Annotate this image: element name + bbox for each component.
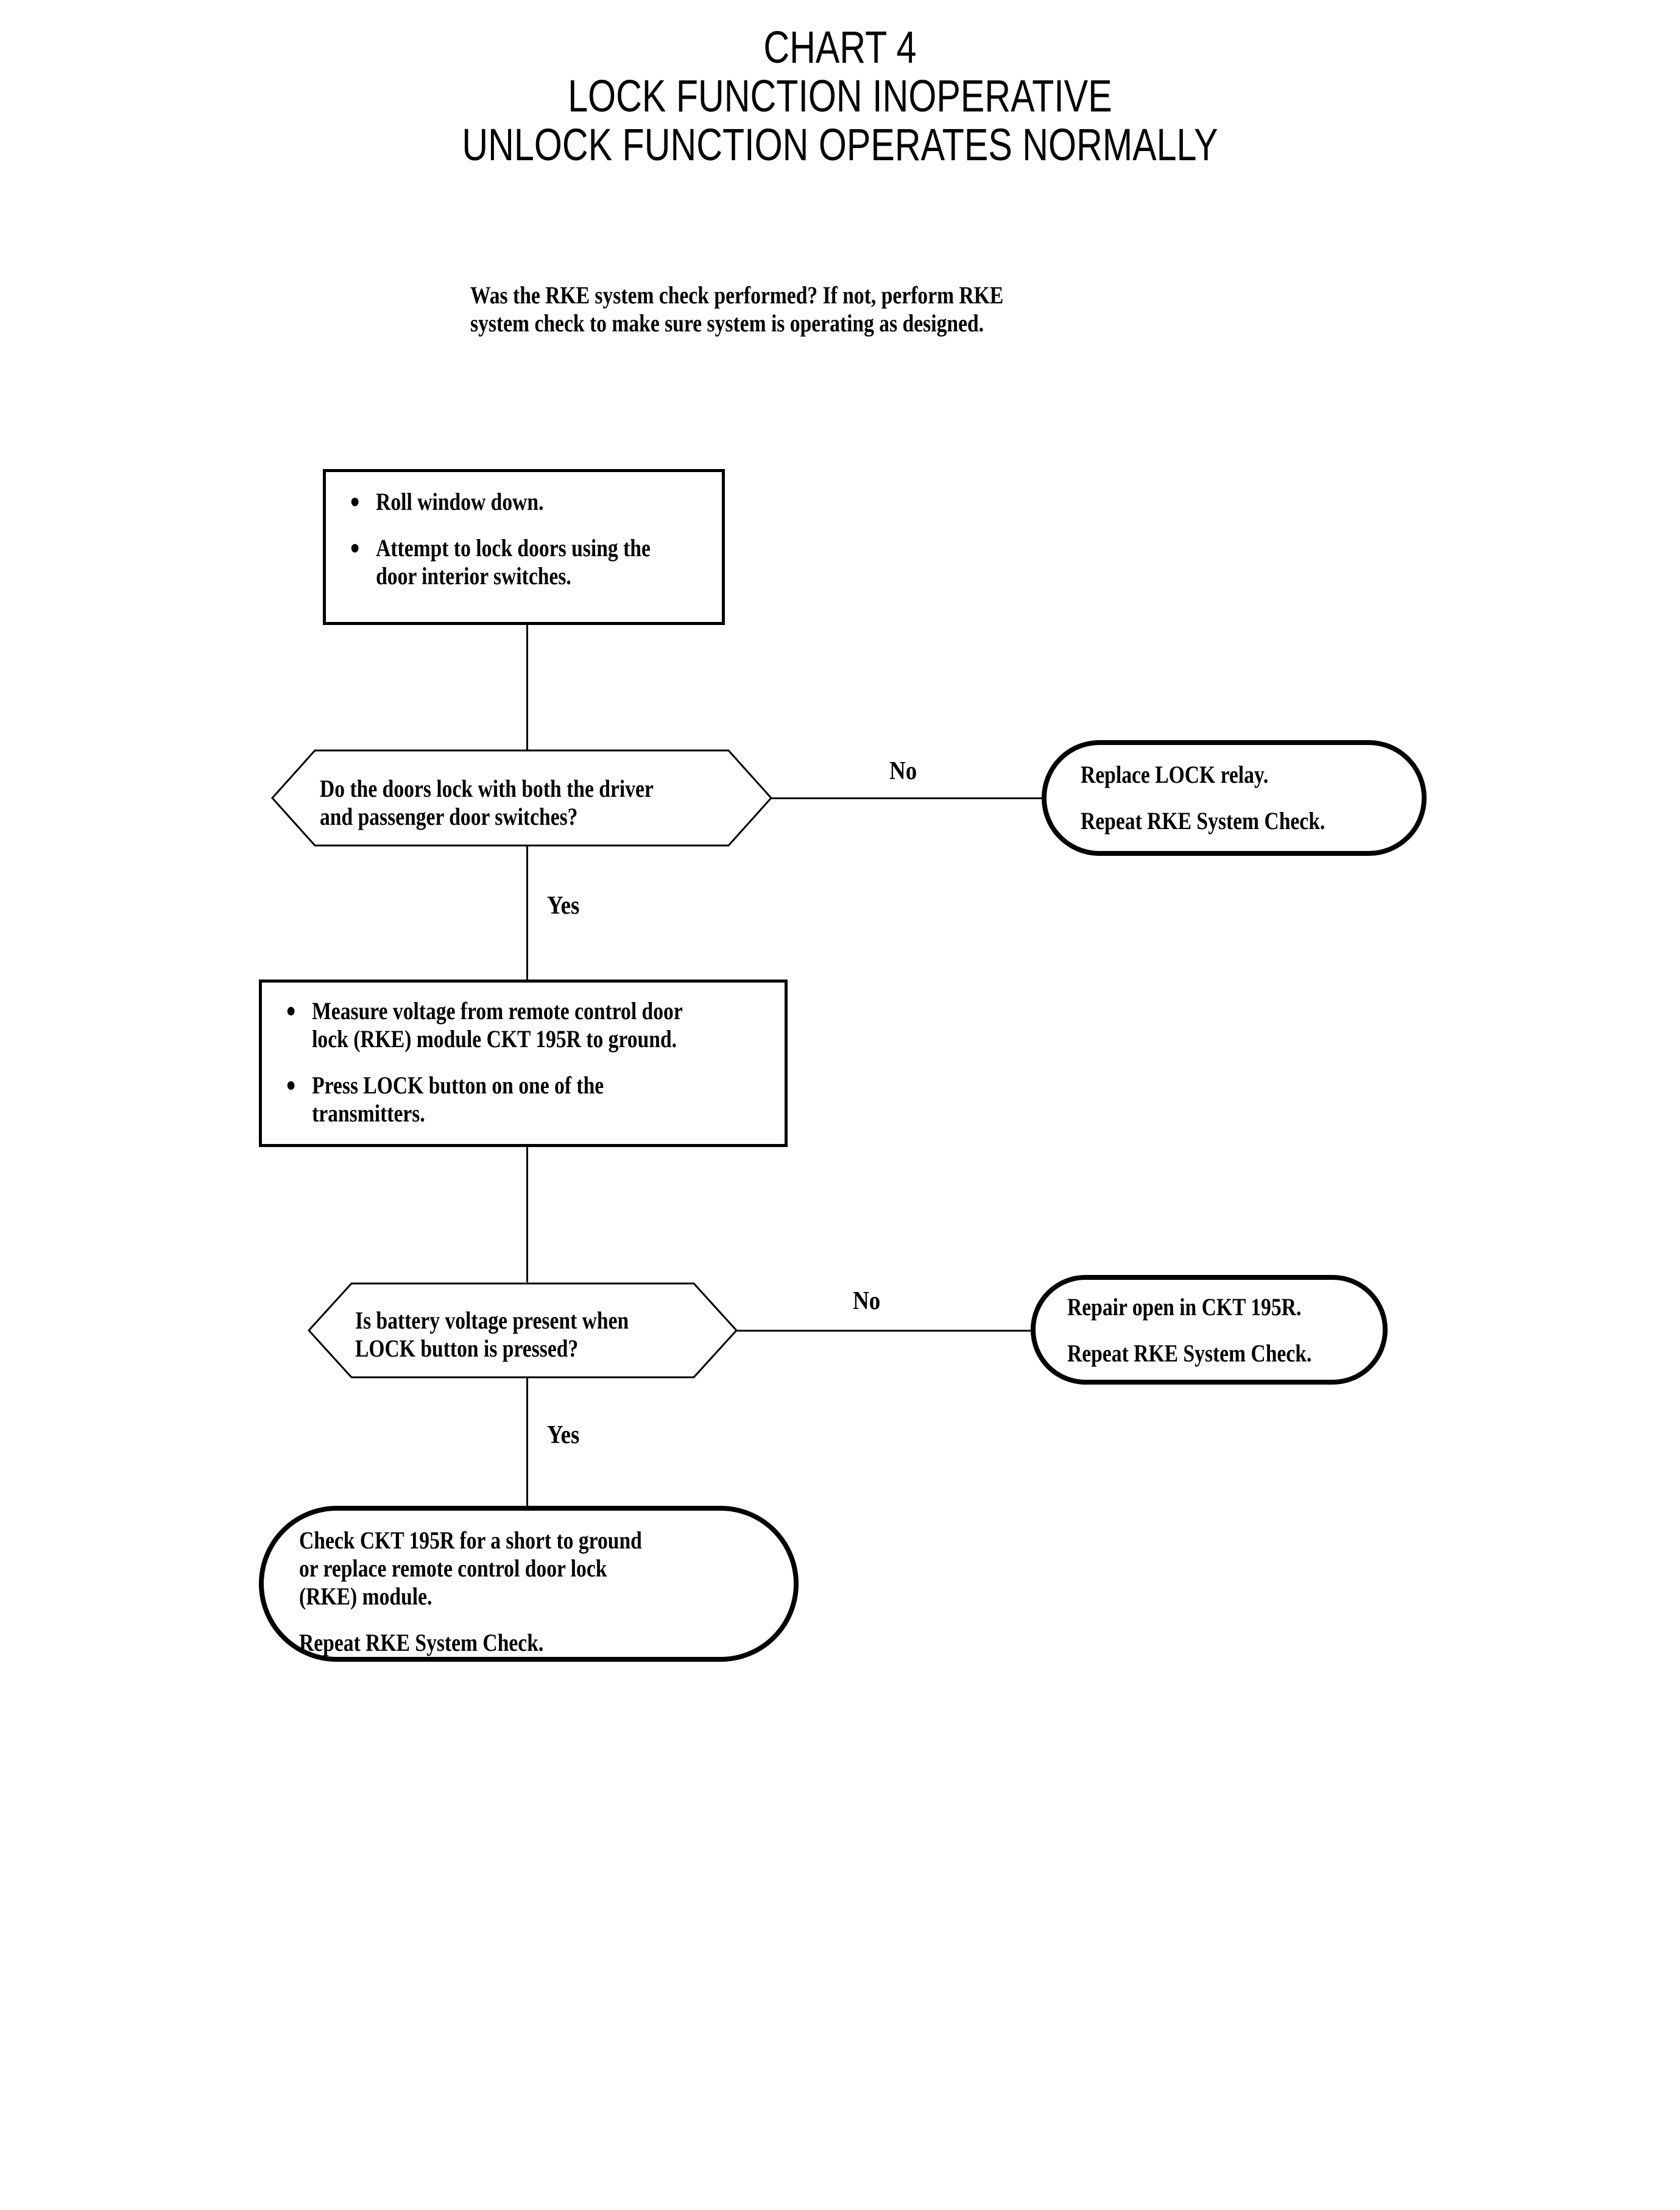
list-item: Measure voltage from remote control door… [280, 997, 683, 1053]
step2-bullet-1-line-1: Measure voltage from remote control door [312, 997, 683, 1025]
connector-step1-to-decision1 [526, 624, 528, 750]
decision1-line-2: and passenger door switches? [320, 803, 578, 830]
page-title: CHART 4 LOCK FUNCTION INOPERATIVE UNLOCK… [168, 23, 1512, 169]
step1-bullet-2-line-1: Attempt to lock doors using the [376, 534, 651, 562]
result1-text: Replace LOCK relay. Repeat RKE System Ch… [1081, 761, 1325, 835]
step1-bullet-2-line-2: door interior switches. [376, 562, 571, 590]
process-box-measure-voltage: Measure voltage from remote control door… [259, 980, 788, 1147]
decision2-text: Is battery voltage present when LOCK but… [355, 1307, 629, 1363]
branch-label-no-1: No [889, 757, 917, 785]
connector-decision1-yes [526, 846, 528, 981]
spacer [1067, 1321, 1311, 1340]
intro-line-1: Was the RKE system check performed? If n… [470, 281, 1004, 309]
step2-bullet-1-line-2: lock (RKE) module CKT 195R to ground. [312, 1025, 677, 1053]
bullet-icon [351, 498, 359, 506]
step2-bullets: Measure voltage from remote control door… [280, 997, 683, 1128]
decision2-line-1: Is battery voltage present when [355, 1307, 629, 1334]
connector-decision2-yes [526, 1378, 528, 1507]
list-item: Roll window down. [344, 488, 651, 516]
decision1-text: Do the doors lock with both the driver a… [320, 775, 654, 831]
decision-doors-lock: Do the doors lock with both the driver a… [270, 749, 773, 847]
bullet-icon [351, 544, 359, 552]
intro-text: Was the RKE system check performed? If n… [470, 281, 1003, 337]
title-line-2: LOCK FUNCTION INOPERATIVE [568, 71, 1112, 121]
branch-label-no-2: No [853, 1287, 881, 1315]
step2-bullet-2-line-2: transmitters. [312, 1100, 425, 1127]
step1-bullet-1: Roll window down. [376, 488, 544, 515]
spacer [299, 1611, 642, 1629]
result1-line-1: Replace LOCK relay. [1081, 761, 1269, 788]
result1-line-2: Repeat RKE System Check. [1081, 807, 1325, 835]
result3-text: Check CKT 195R for a short to ground or … [299, 1527, 642, 1657]
spacer [1081, 789, 1325, 807]
decision1-line-1: Do the doors lock with both the driver [320, 775, 654, 802]
decision-battery-voltage: Is battery voltage present when LOCK but… [307, 1282, 738, 1379]
process-box-roll-window: Roll window down. Attempt to lock doors … [323, 469, 725, 625]
bullet-icon [287, 1081, 295, 1090]
terminal-replace-lock-relay: Replace LOCK relay. Repeat RKE System Ch… [1042, 740, 1427, 856]
step2-bullet-2-line-1: Press LOCK button on one of the [312, 1071, 604, 1099]
result3-line-3: (RKE) module. [299, 1583, 432, 1610]
result2-text: Repair open in CKT 195R. Repeat RKE Syst… [1067, 1293, 1311, 1368]
step1-bullets: Roll window down. Attempt to lock doors … [344, 488, 651, 590]
result3-line-4: Repeat RKE System Check. [299, 1629, 544, 1656]
decision2-line-2: LOCK button is pressed? [355, 1335, 579, 1362]
result2-line-2: Repeat RKE System Check. [1067, 1340, 1312, 1367]
connector-decision1-no [771, 797, 1043, 799]
title-line-1: CHART 4 [763, 22, 917, 72]
terminal-repair-open-ckt: Repair open in CKT 195R. Repeat RKE Syst… [1031, 1275, 1388, 1385]
connector-decision2-no [736, 1330, 1032, 1332]
title-line-3: UNLOCK FUNCTION OPERATES NORMALLY [462, 119, 1218, 170]
result2-line-1: Repair open in CKT 195R. [1067, 1293, 1302, 1321]
connector-step2-to-decision2 [526, 1147, 528, 1282]
branch-label-yes-1: Yes [547, 892, 580, 920]
branch-label-yes-2: Yes [547, 1421, 580, 1449]
result3-line-2: or replace remote control door lock [299, 1555, 607, 1582]
result3-line-1: Check CKT 195R for a short to ground [299, 1527, 642, 1554]
terminal-check-ckt-short-ground: Check CKT 195R for a short to ground or … [259, 1506, 799, 1662]
bullet-icon [287, 1007, 295, 1015]
list-item: Press LOCK button on one of the transmit… [280, 1071, 683, 1128]
spacer [280, 1053, 683, 1071]
list-item: Attempt to lock doors using the door int… [344, 534, 651, 590]
spacer [344, 516, 651, 534]
intro-line-2: system check to make sure system is oper… [470, 309, 984, 337]
